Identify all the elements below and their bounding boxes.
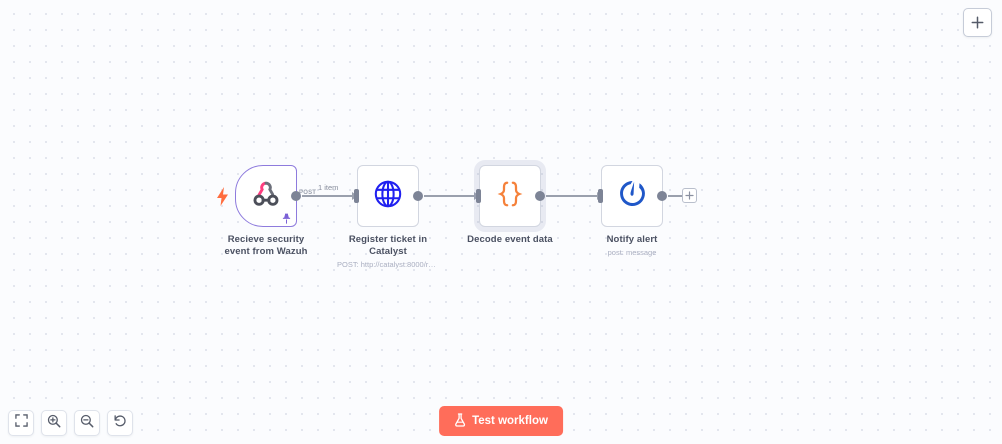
test-workflow-label: Test workflow (472, 415, 548, 427)
zoom-in-icon (47, 414, 61, 433)
node-label-webhook-trigger: Recieve security event from Wazuh (224, 234, 308, 257)
node-input-endpoint[interactable] (598, 189, 603, 203)
node-box-mattermost[interactable] (598, 165, 667, 227)
reset-zoom-button[interactable] (107, 410, 133, 436)
workflow-node-webhook-trigger[interactable]: Recieve security event from Wazuh (215, 165, 317, 258)
node-subtitle-http-request: POST: http://catalyst:8000/re… (337, 260, 439, 269)
node-box-http-request[interactable] (354, 165, 423, 227)
zoom-out-icon (80, 414, 94, 433)
node-output-endpoint[interactable] (413, 191, 423, 201)
workflow-node-http-request[interactable]: Register ticket in Catalyst POST: http:/… (337, 165, 439, 270)
zoom-toolbar (8, 410, 133, 436)
test-workflow-button[interactable]: Test workflow (439, 406, 563, 436)
code-braces-icon (495, 179, 525, 214)
pin-icon (282, 213, 291, 224)
plus-icon (971, 16, 984, 29)
mattermost-icon (618, 179, 647, 213)
zoom-out-button[interactable] (74, 410, 100, 436)
workflow-node-mattermost[interactable]: Notify alert post: message (581, 165, 683, 258)
workflow-node-code[interactable]: Decode event data (459, 165, 561, 246)
webhook-method-tag: POST (299, 190, 317, 196)
node-subtitle-mattermost: post: message (607, 248, 657, 257)
node-output-endpoint[interactable] (291, 191, 301, 201)
node-box-code[interactable] (476, 165, 545, 227)
lightning-bolt-icon (216, 187, 229, 211)
node-input-endpoint[interactable] (354, 189, 359, 203)
node-label-http-request: Register ticket in Catalyst (348, 234, 428, 257)
add-next-node-button[interactable] (682, 188, 697, 203)
webhook-icon (251, 179, 281, 214)
node-label-code: Decode event data (467, 234, 553, 245)
zoom-in-button[interactable] (41, 410, 67, 436)
node-input-endpoint[interactable] (476, 189, 481, 203)
node-label-mattermost: Notify alert (606, 234, 658, 245)
plus-icon (685, 187, 694, 205)
fit-screen-icon (14, 414, 28, 432)
globe-icon (373, 179, 403, 214)
connection-label-items: 1 item (318, 183, 339, 192)
node-output-endpoint[interactable] (657, 191, 667, 201)
connection-tail-stub (668, 195, 684, 197)
flask-icon (454, 412, 466, 430)
node-box-webhook-trigger[interactable] (217, 165, 301, 227)
node-output-endpoint[interactable] (535, 191, 545, 201)
fit-to-view-button[interactable] (8, 410, 34, 436)
reset-arrow-icon (113, 414, 127, 433)
add-node-panel-button[interactable] (963, 8, 992, 37)
